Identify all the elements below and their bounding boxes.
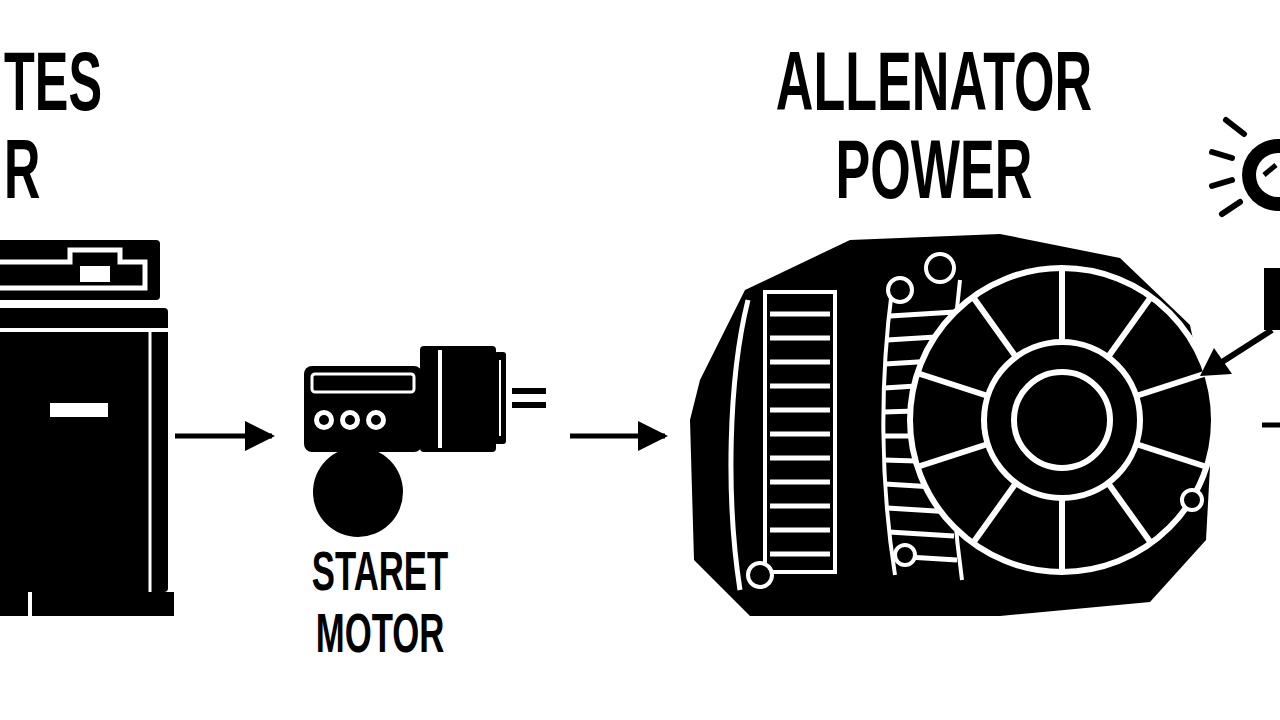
light-icon	[1200, 120, 1280, 425]
battery-icon	[0, 240, 174, 616]
component-label: ALLENATOR POWER	[767, 37, 1102, 213]
component-label: STARET MOTOR	[306, 540, 455, 664]
component-node: ALLENATOR POWER	[690, 230, 1212, 616]
flow-arrow	[570, 434, 665, 439]
alternator-icon	[690, 234, 1214, 616]
flow-arrow	[175, 434, 272, 439]
starter-motor-icon	[304, 346, 546, 537]
component-label: TES R	[4, 37, 106, 213]
component-node: STARET MOTOR	[300, 340, 530, 532]
component-node: TES R	[0, 240, 175, 615]
